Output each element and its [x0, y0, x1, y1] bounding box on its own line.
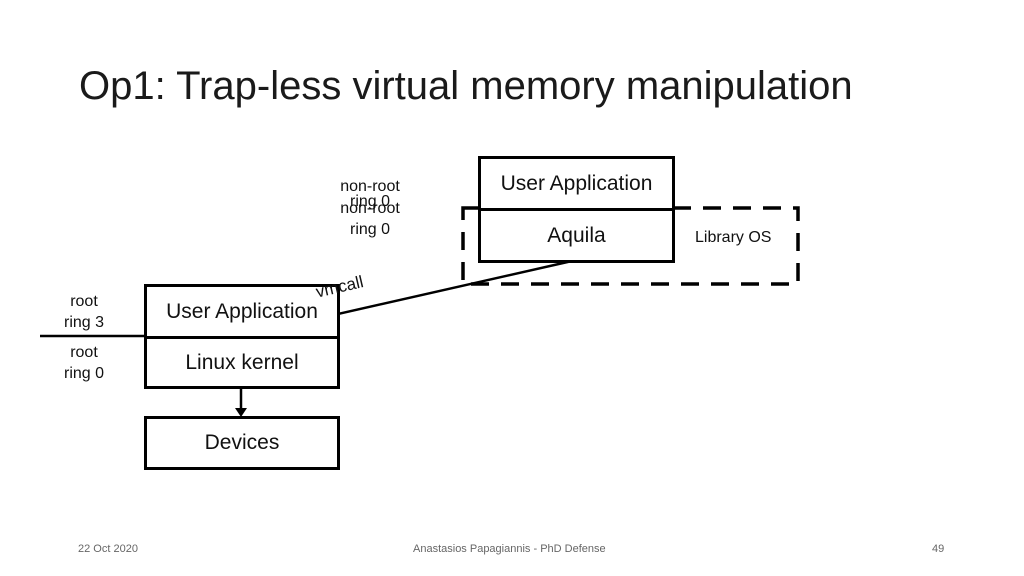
- host-user-application-label: User Application: [166, 299, 318, 323]
- library-os-label: Library OS: [695, 229, 772, 246]
- aquila-box: Aquila: [478, 208, 675, 263]
- linux-kernel-box: Linux kernel: [144, 336, 340, 389]
- title-text: Trap-less virtual memory manipulation: [176, 64, 853, 108]
- guest-ring3-line2: ring 0: [349, 193, 391, 210]
- aquila-label: Aquila: [547, 223, 606, 247]
- guest-ring0-label: non-root ring 0: [332, 198, 408, 240]
- kernel-devices-arrowhead: [235, 408, 247, 417]
- host-ring0-line1: root: [70, 344, 98, 361]
- devices-label: Devices: [204, 431, 280, 454]
- devices-box: Devices: [144, 416, 340, 470]
- host-ring0-label: root ring 0: [52, 342, 116, 384]
- guest-user-application-label: User Application: [500, 171, 653, 195]
- guest-ring0-line2: ring 0: [349, 221, 391, 238]
- guest-ring3-label: non-root ring 0: [332, 176, 408, 212]
- linux-kernel-label: Linux kernel: [185, 350, 299, 374]
- footer-date: 22 Oct 2020: [78, 543, 138, 555]
- host-ring3-line2: ring 3: [63, 314, 105, 331]
- guest-ring0-line1: non-root: [340, 200, 400, 217]
- host-ring0-line2: ring 0: [63, 365, 105, 382]
- footer-author: Anastasios Papagiannis - PhD Defense: [413, 543, 606, 555]
- slide-number: 49: [932, 543, 945, 555]
- host-ring3-label: root ring 3: [52, 291, 116, 333]
- guest-ring3-line1: non-root: [340, 178, 400, 195]
- host-ring3-line1: root: [70, 293, 98, 310]
- guest-user-application-box: User Application: [478, 156, 675, 211]
- host-user-application-box: User Application: [144, 284, 340, 339]
- title-prefix: Op1:: [79, 64, 166, 108]
- slide-title: Op1: Trap-less virtual memory manipulati…: [79, 60, 853, 112]
